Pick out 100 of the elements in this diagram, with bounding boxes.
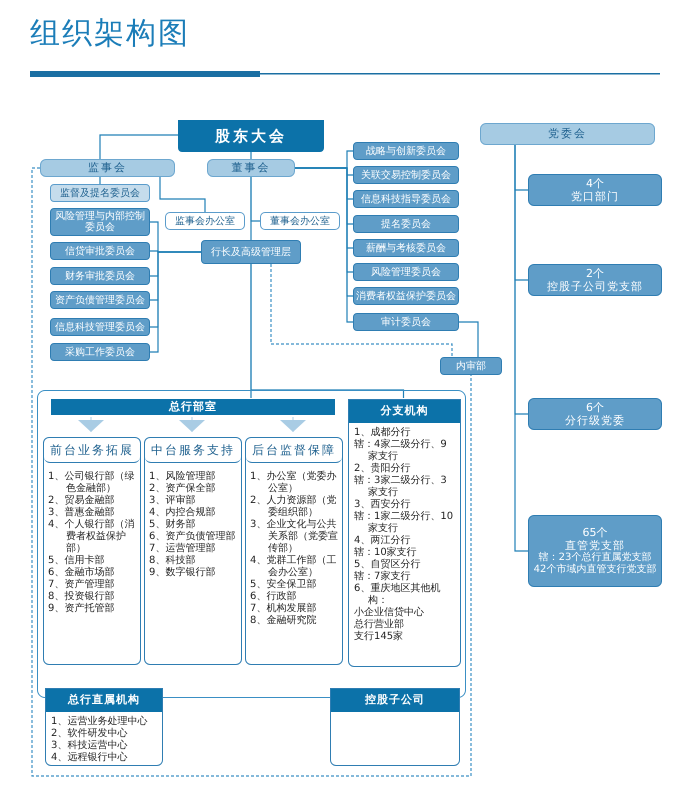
department-panel: [43, 437, 141, 665]
department-item: 8、投资银行部: [48, 591, 116, 602]
column-heading: 中台服务支持: [145, 438, 241, 463]
department-item: 3、普惠金融部: [48, 507, 116, 518]
department-item: 5、安全保卫部: [250, 579, 318, 590]
committee-box: 薪酬与考核委员会: [353, 239, 459, 257]
list-item: 2、软件研发中心: [51, 728, 128, 740]
department-item: 6、金融市场部: [48, 567, 116, 578]
panel-heading: 总行直属机构: [46, 689, 162, 712]
arrow: [179, 416, 205, 432]
connector-line: [99, 134, 178, 159]
subsidiary-panel: [330, 688, 460, 766]
list-item: 6、重庆地区其他机构：: [354, 582, 442, 606]
connector-line: [159, 177, 206, 212]
committee-box: 风险管理委员会: [353, 263, 459, 281]
connector-line: [250, 177, 260, 222]
party-committee-box: 党委会: [480, 123, 655, 145]
arrow: [280, 416, 306, 432]
department-item: 6、资产负债管理部: [149, 531, 236, 542]
department-item: 7、资产管理部: [48, 579, 116, 590]
unit-name: 直管党支部: [565, 538, 625, 552]
list-item: 总行营业部: [354, 618, 405, 630]
department-item: 1、办公室（党委办公室）: [250, 471, 338, 494]
connector-line: [31, 167, 472, 777]
list-item: 支行145家: [354, 630, 404, 642]
department-item: 5、信用卡部: [48, 555, 106, 566]
column-heading: 后台监督保障: [246, 438, 342, 463]
list-item: 辖：4家二级分行、9家支行: [354, 438, 448, 462]
committee-box: 风险管理与内部控制委员会: [50, 208, 150, 236]
committee-box: 监督及提名委员会: [50, 184, 150, 202]
party-unit-box: [528, 515, 662, 587]
branch-panel: [348, 399, 461, 667]
department-item: 6、行政部: [250, 591, 298, 602]
department-panel: [144, 437, 242, 665]
list-item: 辖：10家支行: [354, 546, 418, 558]
connector-line: [514, 145, 528, 552]
department-item: 7、机构发展部: [250, 603, 318, 614]
department-item: 2、资产保全部: [149, 483, 216, 494]
committee-box: 信息科技管理委员会: [50, 318, 150, 336]
list-item: 1、运营业务处理中心: [51, 716, 148, 728]
unit-name: 分行级党委: [565, 414, 625, 426]
list-item: 辖：7家支行: [354, 570, 412, 582]
column-heading: 前台业务拓展: [44, 438, 140, 463]
committee-box: 关联交易控制委员会: [353, 166, 459, 184]
list-item: 辖：1家二级分行、10家支行: [354, 510, 454, 534]
committee-box: 财务审批委员会: [50, 267, 150, 285]
department-item: 9、数字银行部: [149, 567, 216, 579]
unit-note: 辖：23个总行直属党支部: [538, 552, 652, 564]
page-title: 组织架构图: [30, 15, 190, 53]
department-item: 2、人力资源部（党委组织部）: [250, 495, 338, 518]
unit-name: 控股子公司党支部: [547, 280, 643, 292]
institution-panel: [45, 688, 163, 766]
department-item: 2、贸易金融部: [48, 495, 116, 506]
committee-box: 审计委员会: [353, 313, 459, 331]
committee-box: 消费者权益保护委员会: [353, 287, 459, 305]
connector-line: [295, 167, 353, 323]
list-item: 小企业信贷中心: [354, 606, 425, 618]
committee-box: 信息科技指导委员会: [353, 190, 459, 208]
panel-heading: 分支机构: [349, 400, 460, 422]
unit-name: 党口部门: [571, 190, 619, 202]
connector-line: [150, 251, 201, 353]
panel-heading: 控股子公司: [331, 689, 459, 712]
unit-count: 4个: [586, 178, 604, 190]
department-item: 9、资产托管部: [48, 603, 116, 615]
list-item: 1、成都分行: [354, 426, 412, 438]
list-item: 3、西安分行: [354, 498, 412, 510]
committee-box: 采购工作委员会: [50, 343, 150, 361]
department-item: 1、风险管理部: [149, 471, 216, 482]
board-box: 董事会: [207, 159, 295, 177]
audit-box: 内审部: [440, 357, 502, 375]
department-item: 4、内控合规部: [149, 507, 216, 518]
committee-box: 战略与创新委员会: [353, 142, 459, 160]
department-item: 7、运营管理部: [149, 543, 216, 554]
unit-count: 65个: [582, 526, 608, 538]
connector-line: [459, 321, 479, 357]
department-item: 8、金融研究院: [250, 615, 318, 627]
list-item: 2、贵阳分行: [354, 462, 412, 474]
party-unit-box: [528, 174, 662, 206]
connector-line: [270, 264, 453, 357]
department-item: 4、党群工作部（工会办公室）: [250, 555, 338, 578]
department-panel: [245, 437, 343, 665]
office-box: 监事会办公室: [165, 212, 245, 230]
header-bar: 总行部室: [51, 399, 335, 415]
office-box: 董事会办公室: [260, 212, 340, 230]
department-item: 3、评审部: [149, 495, 196, 506]
list-item: 5、自贸区分行: [354, 558, 422, 570]
department-item: 5、财务部: [149, 519, 196, 530]
assembly-box: 股东大会: [178, 120, 324, 152]
department-item: 8、科技部: [149, 555, 196, 566]
unit-count: 6个: [586, 402, 604, 414]
arrow: [78, 416, 104, 432]
unit-count: 2个: [586, 268, 604, 280]
committee-box: 信贷审批委员会: [50, 242, 150, 260]
list-item: 3、科技运营中心: [51, 740, 128, 752]
board-box: 监事会: [40, 159, 175, 177]
list-item: 4、两江分行: [354, 534, 412, 546]
party-unit-box: [528, 264, 662, 296]
committee-box: 提名委员会: [353, 215, 459, 233]
party-unit-box: [528, 398, 662, 430]
list-item: 4、远程银行中心: [51, 752, 128, 764]
